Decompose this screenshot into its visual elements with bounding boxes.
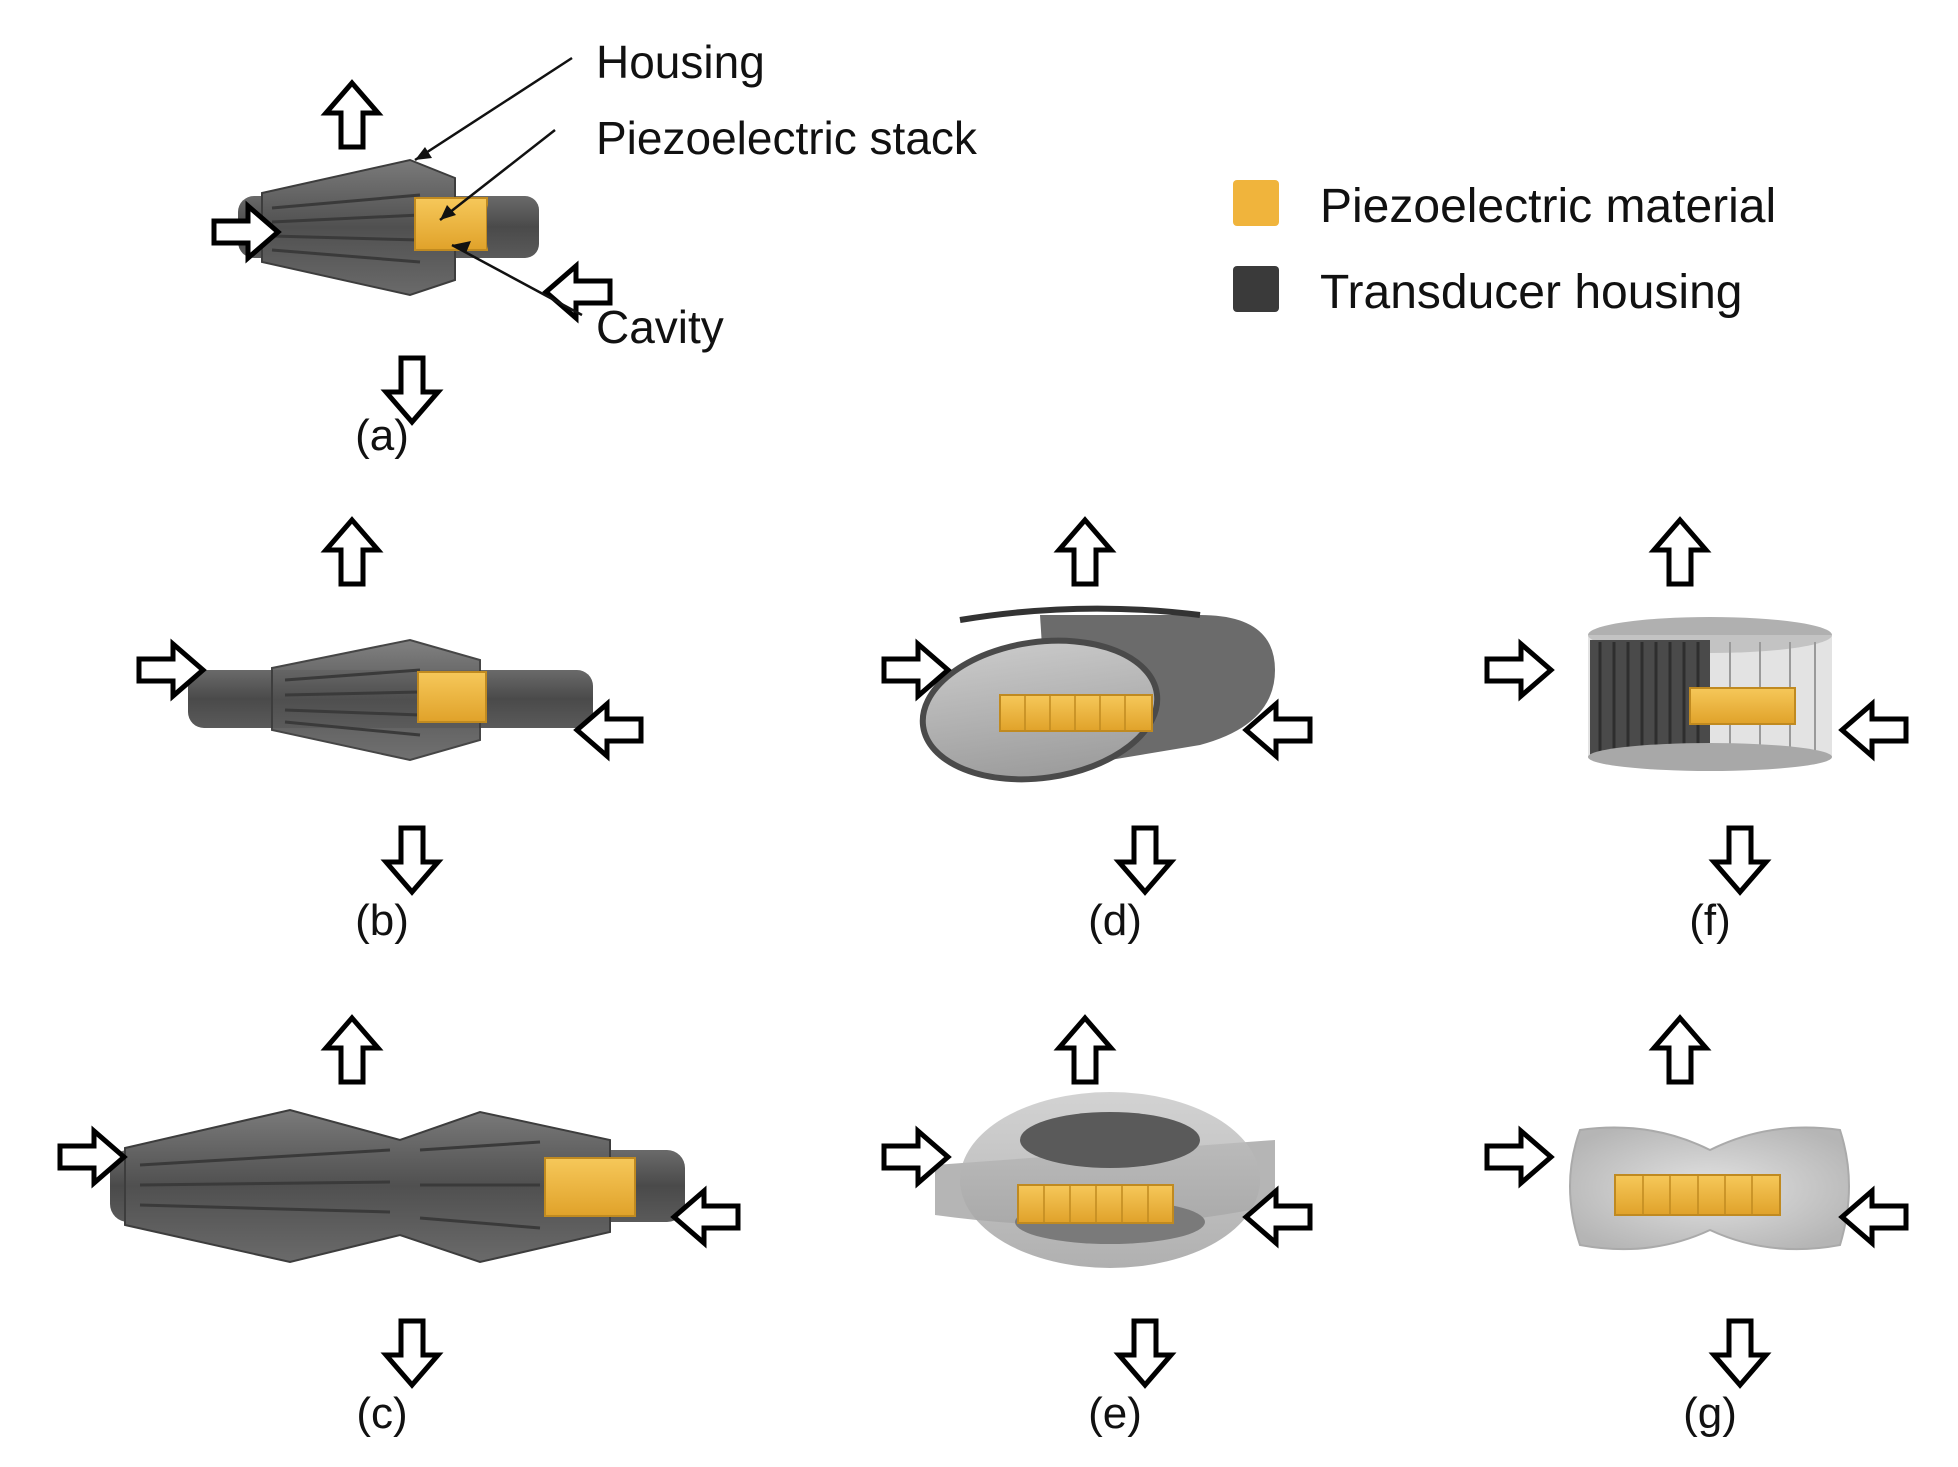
hollow-arrow-down-icon bbox=[386, 1321, 438, 1385]
panel-e: (e) bbox=[884, 1018, 1310, 1438]
hollow-arrow-up-icon bbox=[1059, 1018, 1111, 1082]
panel-caption-e: (e) bbox=[1088, 1389, 1142, 1438]
piezo-stack-c bbox=[544, 1157, 636, 1217]
double-cymbal-transducer bbox=[110, 1108, 685, 1264]
housing-pointer bbox=[414, 56, 573, 162]
piezo-stack-a bbox=[414, 197, 488, 251]
dome-ring-transducer bbox=[935, 1092, 1275, 1268]
hollow-arrow-left-icon bbox=[1842, 1191, 1906, 1243]
hollow-arrow-up-icon bbox=[1654, 520, 1706, 584]
panel-caption-g: (g) bbox=[1683, 1389, 1737, 1438]
legend-label-housing: Transducer housing bbox=[1320, 266, 1742, 319]
hollow-arrow-up-icon bbox=[326, 1018, 378, 1082]
panel-caption-d: (d) bbox=[1088, 896, 1142, 945]
piezo-stack-f bbox=[1689, 687, 1796, 725]
legend-swatch-housing bbox=[1233, 266, 1279, 312]
hollow-arrow-right-icon bbox=[1487, 644, 1551, 696]
hollow-arrow-up-icon bbox=[1059, 520, 1111, 584]
panel-caption-a: (a) bbox=[355, 411, 409, 460]
hollow-arrow-down-icon bbox=[386, 828, 438, 892]
panel-c: (c) bbox=[60, 1018, 738, 1438]
panel-a: Housing Piezoelectric stack Cavity (a) bbox=[214, 36, 978, 460]
hollow-arrow-up-icon bbox=[1654, 1018, 1706, 1082]
housing-label: Housing bbox=[596, 36, 765, 88]
panel-b: (b) bbox=[139, 520, 641, 945]
hollow-arrow-right-icon bbox=[1487, 1131, 1551, 1183]
hollow-arrow-down-icon bbox=[1714, 1321, 1766, 1385]
cavity-label: Cavity bbox=[596, 301, 724, 353]
hollow-arrow-down-icon bbox=[1119, 1321, 1171, 1385]
drum-transducer bbox=[1588, 617, 1832, 771]
panel-caption-c: (c) bbox=[356, 1389, 407, 1438]
panel-d: (d) bbox=[884, 520, 1310, 945]
hollow-arrow-down-icon bbox=[1714, 828, 1766, 892]
hollow-arrow-up-icon bbox=[326, 83, 378, 147]
hollow-arrow-up-icon bbox=[326, 520, 378, 584]
hollow-arrow-down-icon bbox=[1119, 828, 1171, 892]
legend-label-piezo: Piezoelectric material bbox=[1320, 180, 1776, 233]
flextensional-oval-transducer bbox=[919, 605, 1275, 783]
piezo-stack-d bbox=[999, 694, 1153, 732]
cavity-pointer bbox=[451, 243, 583, 317]
hollow-arrow-left-icon bbox=[1842, 704, 1906, 756]
bowtie-housing-transducer bbox=[1569, 1126, 1850, 1251]
legend: Piezoelectric material Transducer housin… bbox=[1233, 180, 1776, 319]
piezo-stack-label: Piezoelectric stack bbox=[596, 112, 978, 164]
panel-g: (g) bbox=[1487, 1018, 1906, 1438]
panel-caption-f: (f) bbox=[1689, 896, 1731, 945]
cymbal-transducer bbox=[188, 638, 593, 762]
legend-swatch-piezo bbox=[1233, 180, 1279, 226]
cymbal-transducer-small bbox=[238, 158, 539, 297]
piezo-stack-b bbox=[417, 671, 487, 723]
panel-caption-b: (b) bbox=[355, 896, 409, 945]
panel-f: (f) bbox=[1487, 520, 1906, 945]
stack-pointer bbox=[439, 129, 556, 221]
